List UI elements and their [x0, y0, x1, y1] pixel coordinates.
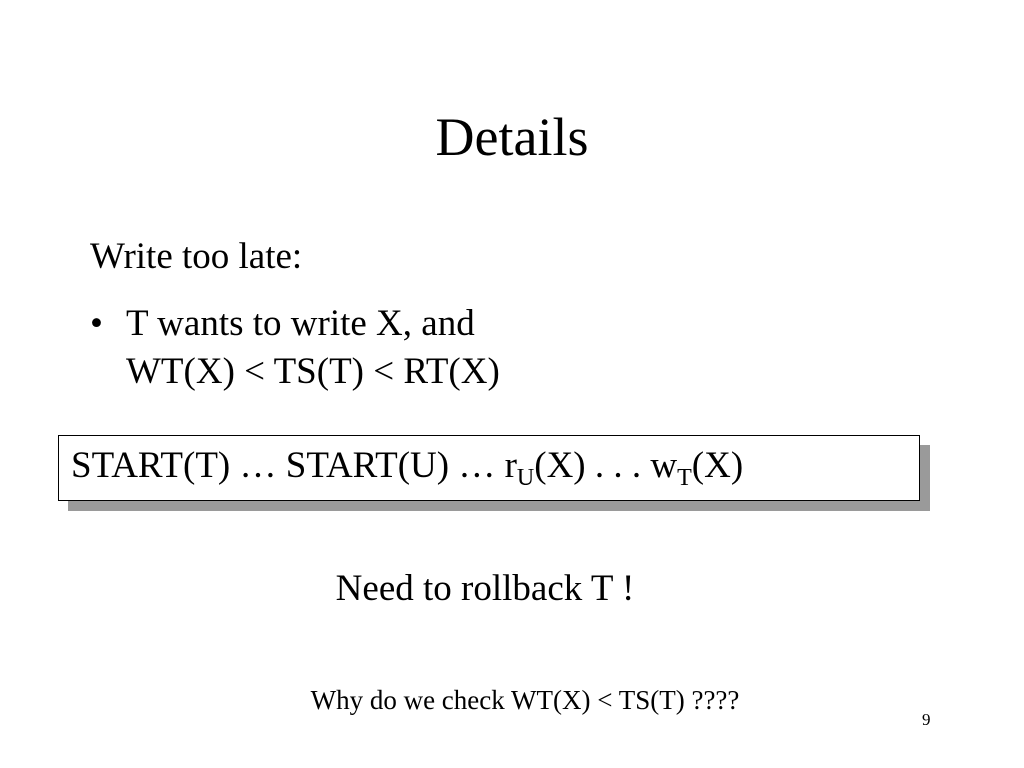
sequence-text: START(T) … START(U) … rU(X) . . . wT(X) [71, 443, 744, 491]
sequence-part-3: (X) [691, 445, 744, 486]
question-text: Why do we check WT(X) < TS(T) ???? [310, 685, 740, 715]
bullet-item: • T wants to write X, and WT(X) < TS(T) … [90, 300, 500, 396]
sequence-subscript-2: T [677, 465, 692, 491]
sequence-part-2: (X) . . . w [534, 445, 678, 486]
sequence-part-1: START(T) … START(U) … r [71, 445, 517, 486]
bullet-line-2: WT(X) < TS(T) < RT(X) [126, 351, 500, 392]
bullet-symbol: • [90, 303, 103, 344]
bullet-line-1: T wants to write X, and [126, 303, 475, 344]
subheading: Write too late: [90, 236, 303, 277]
sequence-box: START(T) … START(U) … rU(X) . . . wT(X) [58, 435, 920, 501]
page-number: 9 [922, 710, 931, 729]
slide-title: Details [435, 107, 589, 167]
bullet-text: T wants to write X, and WT(X) < TS(T) < … [126, 300, 500, 396]
sequence-subscript-1: U [516, 465, 535, 491]
rollback-note: Need to rollback T ! [335, 568, 635, 609]
